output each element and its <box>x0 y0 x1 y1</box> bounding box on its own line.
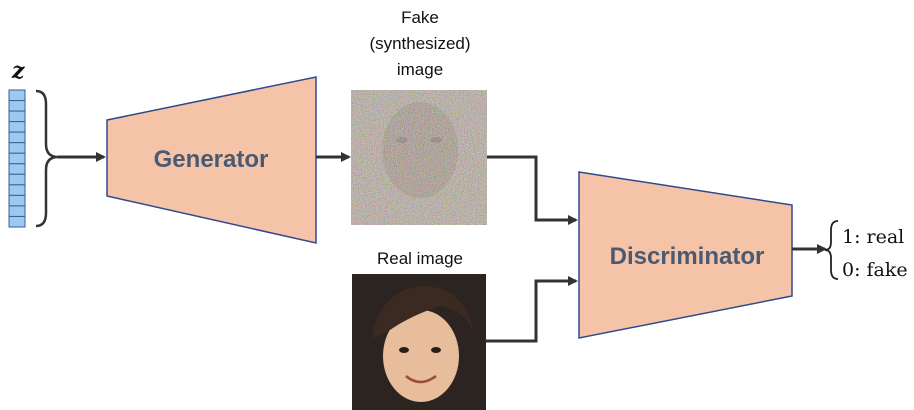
latent-cell <box>8 194 26 207</box>
latent-cell <box>8 152 26 165</box>
latent-brace <box>35 89 59 228</box>
generator-label: Generator <box>154 146 269 173</box>
latent-vector <box>8 89 26 228</box>
latent-cell <box>8 184 26 196</box>
latent-cell <box>8 173 26 186</box>
output-fake: 0: fake <box>842 259 908 281</box>
fake-to-discriminator-arrow <box>487 155 578 225</box>
fake-caption-line3: image <box>397 60 443 79</box>
discriminator-label: Discriminator <box>610 243 765 270</box>
latent-cell <box>8 121 26 133</box>
real-image <box>352 274 486 410</box>
latent-cell <box>8 163 26 175</box>
latent-cell <box>8 89 26 102</box>
output-brace <box>824 220 839 280</box>
output-real: 1: real <box>842 226 904 248</box>
latent-cell <box>8 205 26 217</box>
discriminator-block <box>578 171 793 339</box>
fake-caption-line1: Fake <box>401 8 439 27</box>
real-to-discriminator-arrow <box>486 276 578 343</box>
real-caption: Real image <box>377 249 463 268</box>
latent-cell <box>8 131 26 144</box>
latent-cell <box>8 110 26 123</box>
latent-symbol: z <box>11 58 25 84</box>
fake-caption-line2: (synthesized) <box>369 34 470 53</box>
latent-cell <box>8 100 26 112</box>
latent-cell <box>8 215 26 228</box>
fake-image <box>351 90 487 225</box>
latent-cell <box>8 142 26 154</box>
generator-block <box>106 76 317 244</box>
